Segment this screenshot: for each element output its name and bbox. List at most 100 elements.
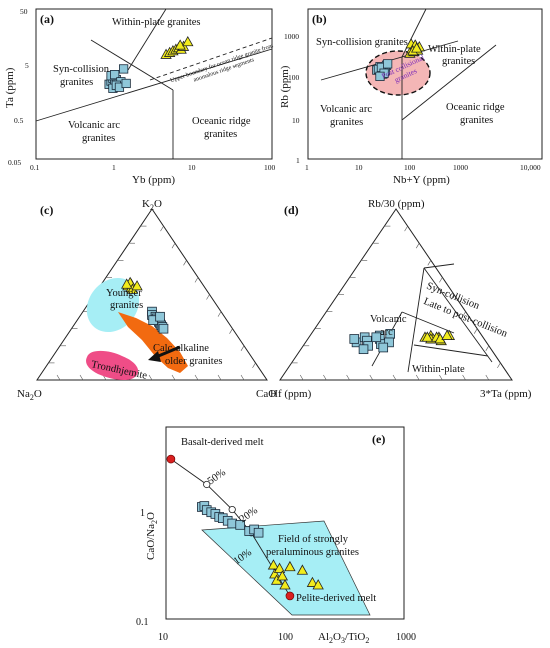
panel-a-ytick-0.5: 0.5 (14, 116, 24, 125)
panel-a-field-syn1: Syn-collision (53, 64, 110, 75)
panel-b-points (372, 38, 426, 81)
panel-b-boundary-2 (401, 8, 427, 58)
panel-a-ylabel: Ta (ppm) (4, 67, 16, 108)
panel-a-field-va2: granites (82, 133, 115, 144)
panel-b-pc-outline (365, 50, 431, 96)
panel-e: (e) Basalt-derived melt Pelite-derived m… (136, 426, 416, 645)
panel-d-tick-bottom (392, 374, 397, 381)
panel-d-tick-right (485, 345, 490, 351)
panel-c-apex-top: K2O (142, 198, 162, 212)
panel-a-field-va1: Volcanic arc (68, 120, 120, 131)
panel-a-field-syn2: granites (60, 77, 93, 88)
panel-b-field-or1: Oceanic ridge (446, 102, 505, 113)
panel-c-tick-bottom (171, 374, 176, 381)
panel-e-end-member (285, 591, 295, 601)
panel-e-square-point (227, 518, 238, 529)
panel-a-field-or2: granites (204, 129, 237, 140)
panel-e-xlabel: Al2O3/TiO2 (318, 631, 369, 645)
panel-e-xtick-10: 10 (158, 632, 168, 643)
panel-a-square-point (119, 64, 129, 74)
panel-d-tick-right (462, 311, 466, 317)
panel-e-xtick-100: 100 (278, 632, 293, 643)
panel-a: (a) Within-plate granites Syn-collision … (4, 7, 276, 186)
panel-e-p20: 20% (238, 505, 260, 525)
panel-b: (b) Syn-collision granites Within-plate … (279, 8, 543, 186)
panel-d-square-point (371, 332, 382, 343)
panel-d-boundary-syn (423, 267, 493, 363)
panel-c-tick-right (171, 243, 176, 249)
panel-c-field-calc-1: Calc-alkaline (153, 343, 209, 354)
panel-c-tick-right (229, 328, 233, 334)
panel-c-arrow-shaft (155, 345, 181, 359)
panel-e-xtick-1000: 1000 (396, 632, 416, 643)
panel-d-tick-bottom (346, 374, 350, 381)
panel-c-tick-right (206, 294, 210, 300)
panel-d-apex-right: 3*Ta (ppm) (480, 388, 532, 400)
panel-c-tick-right (240, 345, 245, 351)
panel-e-mixing-marker (203, 480, 211, 489)
panel-e-triangle-point (279, 579, 291, 590)
panel-d-triangle-point (421, 331, 433, 342)
panel-d-square-point (384, 337, 394, 348)
panel-c-triangle-point (131, 280, 143, 291)
panel-e-mixing-marker (228, 505, 236, 514)
panel-e-points (166, 454, 324, 601)
panel-d-boundary-late (401, 311, 455, 334)
panel-d-tick-right (415, 243, 420, 249)
panel-d-tick-bottom (485, 374, 490, 381)
panel-e-triangle-point (273, 562, 286, 573)
panel-b-frame (307, 8, 543, 160)
panel-a-xtick-10: 10 (188, 163, 196, 172)
panel-a-upper-boundary (149, 37, 273, 81)
panel-e-ytick-1: 1 (140, 508, 145, 519)
panel-e-ytick-0.1: 0.1 (136, 617, 149, 628)
panel-c-tick-right (183, 260, 187, 266)
panel-d-tick-bottom (299, 374, 304, 381)
panel-d-boundary-wp (413, 344, 489, 357)
panel-c-tick-bottom (56, 374, 61, 381)
panel-c-tick-right (160, 225, 164, 232)
panel-c-label: (c) (40, 203, 53, 217)
panel-e-pelite: Pelite-derived melt (296, 593, 376, 604)
panel-b-xtick-10000: 10,000 (520, 163, 541, 172)
panel-e-triangle-point (312, 579, 324, 590)
panel-d-field-va1: Volcanic (370, 314, 407, 325)
panel-c-tick-bottom (240, 374, 245, 381)
panel-a-triangle-point (182, 35, 194, 47)
panel-c-tick-bottom (194, 374, 199, 381)
panel-d-tick-bottom (369, 374, 374, 381)
panel-c-tick-bottom (79, 374, 84, 381)
panel-a-frame (35, 8, 273, 160)
panel-d-tick-bottom (439, 374, 443, 381)
panel-c-arrow-head (148, 351, 161, 362)
panel-b-ylabel: Rb (ppm) (279, 65, 291, 108)
panel-c-apex-left: Na2O (17, 388, 42, 402)
panel-b-xtick-100: 100 (404, 163, 416, 172)
panel-b-xlabel: Nb+Y (ppm) (393, 174, 450, 186)
panel-d-apex-left: Hf (ppm) (270, 388, 312, 400)
panel-c-ticks (48, 225, 256, 381)
panel-e-triangle-point (267, 559, 280, 570)
panel-c-apex-right: CaO (256, 388, 276, 400)
panel-e-label: (e) (372, 432, 385, 446)
panel-c-points (121, 276, 169, 334)
panel-d-ticks (291, 225, 501, 381)
panel-c-tick-right (252, 362, 256, 369)
panel-e-square-point (253, 527, 264, 538)
panel-d-boundary-left (407, 267, 425, 373)
panel-d-tick-right (439, 277, 443, 283)
panel-b-ytick-1: 1 (296, 156, 300, 165)
panel-d-tick-right (450, 294, 455, 300)
panel-d-square-point (349, 334, 360, 344)
panel-d-field-va2: arc (380, 327, 393, 338)
panel-a-triangle-point (174, 39, 186, 50)
panel-c-square-point (158, 323, 169, 334)
panel-c-field-calc (118, 312, 188, 373)
panel-b-ytick-1000: 1000 (284, 32, 299, 41)
panel-b-field-va1: Volcanic arc (320, 104, 372, 115)
panel-b-field-or2: granites (460, 115, 493, 126)
panel-a-xtick-0.1: 0.1 (30, 163, 40, 172)
panel-e-ylabel: CaO/Na2O (145, 512, 159, 560)
panel-c-tick-right (217, 311, 222, 317)
panel-d-tick-bottom (462, 374, 466, 381)
